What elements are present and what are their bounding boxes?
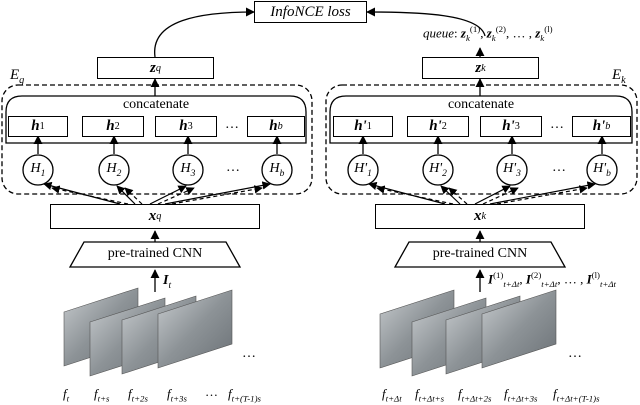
frame-stack-left [63,287,233,377]
cnn-label-right: pre-trained CNN [432,246,528,261]
frame-label-ellipsis: … [205,384,218,399]
hp2-box: h'2 [407,116,469,137]
cnn-label-left: pre-trained CNN [107,246,203,261]
Hb-label: Hb [269,161,285,179]
cnn-trapezoid-left [68,241,242,268]
concatenate-label-left: concatenate [122,97,190,112]
Hp3-label: H'3 [503,161,521,179]
hp1-box: h'1 [333,116,393,137]
frame-label: ft+s [94,386,110,404]
frames-ellipsis-right: … [568,346,582,361]
frame-label: ft+Δt+3s [504,386,538,404]
hpb-box: h'b [572,116,631,137]
encoder-label-k: Ek [612,67,626,86]
frame-label: ft+Δt+2s [458,386,492,404]
H-circles [22,154,618,186]
frame-label: ft+3s [167,386,187,404]
H3-label: H3 [180,161,196,179]
frame-image [157,289,233,369]
input-label-left: It [163,273,172,291]
frame-label: ft+2s [128,386,148,404]
Hpb-label: H'b [593,161,611,179]
h-ellipsis-left: … [225,117,239,132]
h-ellipsis-right: … [550,117,564,132]
infonce-loss-box: InfoNCE loss [254,1,367,23]
xk-to-H-arrows [368,181,596,205]
queue-label: queue: zk(1), zk(2), … , zk(l) [423,24,553,43]
zq-to-loss-arrow [154,7,255,58]
frame-image [481,289,557,369]
frame-stack-right [379,289,557,377]
frame-label: ft+Δt [382,386,402,404]
frame-label: ft+Δt+(T-1)s [553,386,600,404]
cnn-trapezoid-right [393,241,567,268]
queue-to-loss-arrow [366,7,486,37]
H2-label: H2 [106,161,122,179]
H-ellipsis-left: … [226,160,240,175]
concatenate-label-right: concatenate [447,97,515,112]
Hp2-label: H'2 [429,161,447,179]
frame-label: ft+(T-1)s [228,386,261,404]
H1-label: H1 [30,161,46,179]
Hp1-label: H'1 [354,161,372,179]
infonce-loss-label: InfoNCE loss [270,3,351,20]
encoder-label-q: Eq [10,67,25,86]
hp3-box: h'3 [480,116,542,137]
input-label-right: I(1)t+Δt, I(2)t+Δt, … , I(l)t+Δt [488,270,617,289]
frame-label: ft [63,386,70,404]
xq-to-H-arrows [43,181,271,205]
H-ellipsis-right: … [552,160,566,175]
frame-label: ft+Δt+s [415,386,445,404]
frames-ellipsis-left: … [242,346,256,361]
